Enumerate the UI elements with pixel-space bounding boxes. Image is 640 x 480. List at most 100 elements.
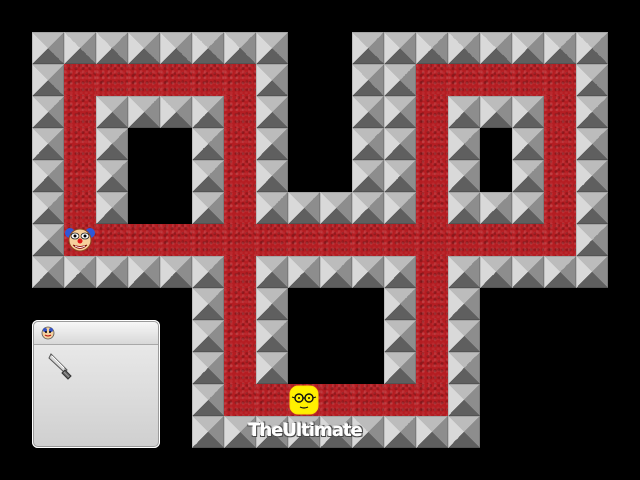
stud-wall-tile — [32, 160, 64, 192]
stud-wall-tile — [256, 352, 288, 384]
red-carpet-floor-tile — [224, 96, 256, 128]
red-carpet-floor-tile — [416, 96, 448, 128]
stud-wall-tile — [448, 384, 480, 416]
stud-wall-tile — [224, 32, 256, 64]
red-carpet-floor-tile — [416, 320, 448, 352]
stud-wall-tile — [32, 32, 64, 64]
stud-wall-tile — [96, 128, 128, 160]
stud-wall-tile — [576, 64, 608, 96]
stud-wall-tile — [256, 416, 288, 448]
stud-wall-tile — [192, 288, 224, 320]
stud-wall-tile — [256, 96, 288, 128]
red-carpet-floor-tile — [384, 224, 416, 256]
red-carpet-floor-tile — [224, 64, 256, 96]
stud-wall-tile — [448, 352, 480, 384]
red-carpet-floor-tile — [416, 288, 448, 320]
stud-wall-tile — [96, 256, 128, 288]
red-carpet-floor-tile — [352, 224, 384, 256]
stud-wall-tile — [160, 256, 192, 288]
stud-wall-tile — [352, 96, 384, 128]
stud-wall-tile — [384, 64, 416, 96]
red-carpet-floor-tile — [192, 64, 224, 96]
red-carpet-floor-tile — [416, 256, 448, 288]
stud-wall-tile — [160, 96, 192, 128]
stud-wall-tile — [384, 128, 416, 160]
red-carpet-floor-tile — [64, 128, 96, 160]
stud-wall-tile — [512, 128, 544, 160]
stud-wall-tile — [32, 128, 64, 160]
stud-wall-tile — [224, 416, 256, 448]
red-carpet-floor-tile — [544, 64, 576, 96]
red-carpet-floor-tile — [544, 192, 576, 224]
stud-wall-tile — [448, 192, 480, 224]
stud-wall-tile — [480, 256, 512, 288]
stud-wall-tile — [384, 416, 416, 448]
stud-wall-tile — [448, 32, 480, 64]
stud-wall-tile — [64, 256, 96, 288]
stud-wall-tile — [32, 64, 64, 96]
stud-wall-tile — [384, 96, 416, 128]
red-carpet-floor-tile — [96, 64, 128, 96]
stud-wall-tile — [192, 96, 224, 128]
inventory-panel — [32, 320, 160, 448]
stud-wall-tile — [448, 160, 480, 192]
inventory-header — [34, 322, 158, 345]
stud-wall-tile — [192, 352, 224, 384]
red-carpet-floor-tile — [416, 160, 448, 192]
stud-wall-tile — [352, 416, 384, 448]
stud-wall-tile — [512, 160, 544, 192]
stud-wall-tile — [32, 96, 64, 128]
stud-wall-tile — [576, 256, 608, 288]
stud-wall-tile — [352, 32, 384, 64]
clown-face-icon — [65, 228, 95, 252]
stud-wall-tile — [512, 192, 544, 224]
red-carpet-floor-tile — [64, 160, 96, 192]
red-carpet-floor-tile — [128, 224, 160, 256]
stud-wall-tile — [480, 32, 512, 64]
player-portrait-icon — [41, 326, 55, 340]
stud-wall-tile — [32, 192, 64, 224]
stud-wall-tile — [256, 32, 288, 64]
stud-wall-tile — [544, 32, 576, 64]
stud-wall-tile — [288, 192, 320, 224]
stud-wall-tile — [384, 32, 416, 64]
stud-wall-tile — [352, 256, 384, 288]
stud-wall-tile — [256, 192, 288, 224]
stud-wall-tile — [192, 256, 224, 288]
stud-wall-tile — [256, 160, 288, 192]
stud-wall-tile — [96, 32, 128, 64]
stud-wall-tile — [512, 256, 544, 288]
red-carpet-floor-tile — [224, 224, 256, 256]
red-carpet-floor-tile — [544, 224, 576, 256]
red-carpet-floor-tile — [480, 64, 512, 96]
red-carpet-floor-tile — [160, 224, 192, 256]
red-carpet-floor-tile — [256, 384, 288, 416]
stud-wall-tile — [448, 96, 480, 128]
red-carpet-floor-tile — [224, 128, 256, 160]
red-carpet-floor-tile — [128, 64, 160, 96]
red-carpet-floor-tile — [416, 384, 448, 416]
stud-wall-tile — [160, 32, 192, 64]
stud-wall-tile — [384, 160, 416, 192]
stud-wall-tile — [192, 128, 224, 160]
red-carpet-floor-tile — [320, 384, 352, 416]
red-carpet-floor-tile — [192, 224, 224, 256]
stud-wall-tile — [352, 64, 384, 96]
knife-icon[interactable] — [42, 350, 76, 384]
game-title-logo: TheUltimate — [248, 420, 363, 441]
stud-wall-tile — [544, 256, 576, 288]
red-carpet-floor-tile — [416, 64, 448, 96]
red-carpet-floor-tile — [64, 96, 96, 128]
red-carpet-floor-tile — [512, 224, 544, 256]
red-carpet-floor-tile — [544, 128, 576, 160]
red-carpet-floor-tile — [512, 64, 544, 96]
stud-wall-tile — [384, 256, 416, 288]
stud-wall-tile — [448, 128, 480, 160]
stud-wall-tile — [384, 320, 416, 352]
stud-wall-tile — [192, 384, 224, 416]
stud-wall-tile — [256, 64, 288, 96]
red-carpet-floor-tile — [224, 256, 256, 288]
stud-wall-tile — [320, 256, 352, 288]
